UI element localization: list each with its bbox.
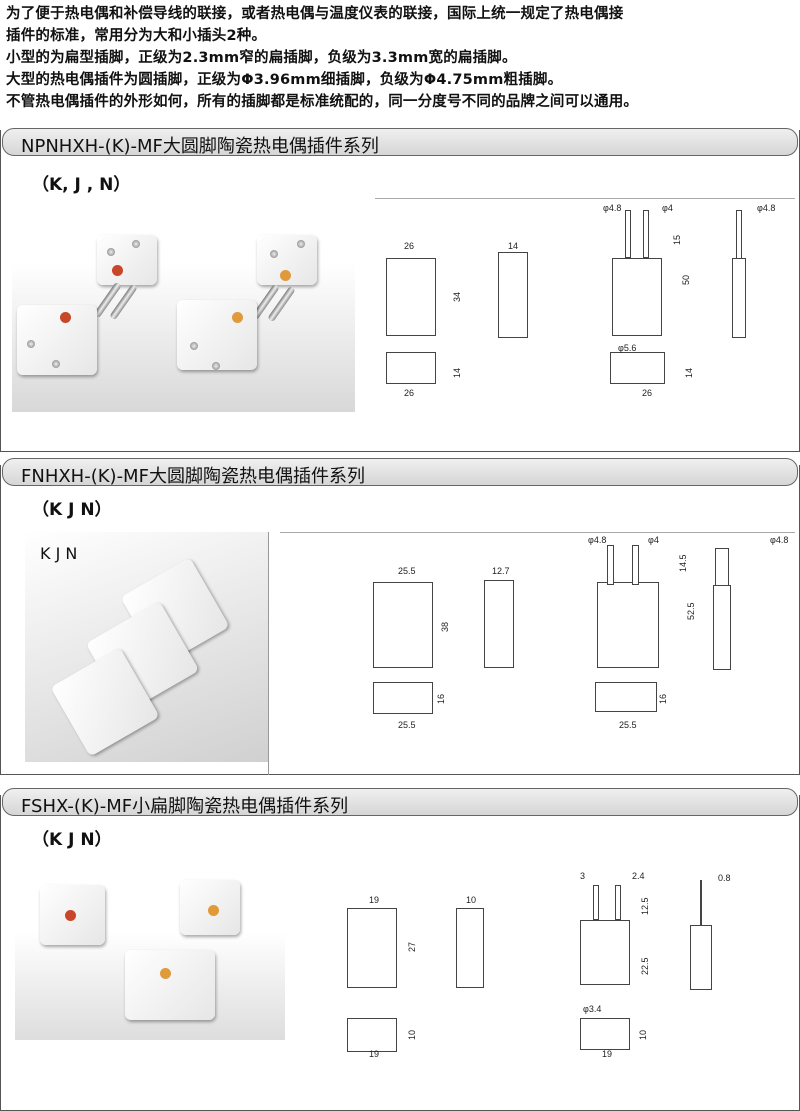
drawing-outline <box>595 682 657 712</box>
drawing-outline <box>615 885 621 920</box>
drawing-outline <box>625 210 631 258</box>
section-types: （K J N） <box>32 830 112 850</box>
dimension-label: 12.7 <box>492 566 510 576</box>
drawing-outline <box>347 908 397 988</box>
dimension-label: φ4.8 <box>770 535 789 545</box>
dimension-label: 15 <box>672 234 682 245</box>
dimension-label: φ4 <box>662 203 673 213</box>
drawing-outline <box>607 545 614 585</box>
dimension-label: 12.5 <box>640 897 650 915</box>
drawing-outline <box>580 920 630 985</box>
drawing-outline <box>593 885 599 920</box>
dimension-label: 14 <box>508 241 519 251</box>
connector-male <box>97 235 157 285</box>
dimension-label: 14.5 <box>678 554 688 572</box>
dimension-label: 2.4 <box>632 871 645 881</box>
dimension-label: φ4 <box>648 535 659 545</box>
dimension-label: 52.5 <box>686 602 696 620</box>
drawing-outline <box>643 210 649 258</box>
drawing-outline <box>732 258 746 338</box>
drawing-outline <box>373 582 433 668</box>
section-title: FNHXH-(K)-MF大圆脚陶瓷热电偶插件系列 <box>2 458 798 487</box>
drawing-outline <box>373 682 433 714</box>
drawing-outline <box>498 252 528 338</box>
dimension-label: 0.8 <box>718 873 731 883</box>
section-title: NPNHXH-(K)-MF大圆脚陶瓷热电偶插件系列 <box>2 128 798 157</box>
drawing-outline <box>580 1018 630 1050</box>
drawing-outline <box>386 258 436 336</box>
drawing-outline <box>690 925 712 990</box>
dimension-label: 16 <box>658 693 668 704</box>
drawing-outline <box>347 1018 397 1052</box>
intro-line: 不管热电偶插件的外形如何，所有的插脚都是标准统配的，同一分度号不同的品牌之间可以… <box>6 94 639 110</box>
dimension-label: 14 <box>684 367 694 378</box>
dimension-label: 26 <box>642 388 653 398</box>
drawing-outline <box>713 585 731 670</box>
dimension-label: 25.5 <box>619 720 637 730</box>
dimension-label: 38 <box>440 621 450 632</box>
dimension-label: 10 <box>466 895 477 905</box>
section-types: （K J N） <box>32 500 112 520</box>
section-types: （K, J , N） <box>32 175 131 195</box>
drawing-outline <box>386 352 436 384</box>
dimension-label: φ5.6 <box>618 343 637 353</box>
product-photo <box>15 860 285 1040</box>
section-title: FSHX-(K)-MF小扁脚陶瓷热电偶插件系列 <box>2 788 798 817</box>
drawing-outline <box>484 580 514 668</box>
drawing-outline <box>597 582 659 668</box>
dimension-label: 26 <box>404 241 415 251</box>
dimension-label: 25.5 <box>398 566 416 576</box>
dimension-label: 16 <box>436 693 446 704</box>
intro-line: 为了便于热电偶和补偿导线的联接，或者热电偶与温度仪表的联接，国际上统一规定了热电… <box>6 6 624 22</box>
dimension-label: 34 <box>452 291 462 302</box>
product-photo <box>12 200 355 412</box>
dimension-label: φ4.8 <box>603 203 622 213</box>
drawing-outline <box>736 210 742 260</box>
dimension-label: 27 <box>407 941 417 952</box>
dimension-label: 10 <box>638 1029 648 1040</box>
drawing-outline <box>610 352 665 384</box>
dimension-label: 10 <box>407 1029 417 1040</box>
dimension-label: φ4.8 <box>757 203 776 213</box>
intro-line: 小型的为扁型插脚，正级为2.3mm窄的扁插脚，负级为3.3mm宽的扁插脚。 <box>6 50 517 66</box>
dimension-label: 19 <box>602 1049 613 1059</box>
dimension-label: 14 <box>452 367 462 378</box>
dimension-label: 19 <box>369 895 380 905</box>
photo-label: K J N <box>40 544 78 563</box>
drawing-outline <box>612 258 662 336</box>
dimension-label: 50 <box>681 274 691 285</box>
dimension-label: φ3.4 <box>583 1004 602 1014</box>
dimension-label: 19 <box>369 1049 380 1059</box>
dimension-label: 25.5 <box>398 720 416 730</box>
dimension-label: 26 <box>404 388 415 398</box>
intro-line: 插件的标准，常用分为大和小插头2种。 <box>6 28 267 44</box>
drawing-outline <box>700 880 702 925</box>
drawing-outline <box>456 908 484 988</box>
dimension-label: φ4.8 <box>588 535 607 545</box>
drawing-outline <box>715 548 729 588</box>
connector-female <box>177 300 257 370</box>
product-photo: K J N <box>25 532 268 762</box>
intro-line: 大型的热电偶插件为圆插脚，正级为Φ3.96mm细插脚，负级为Φ4.75mm粗插脚… <box>6 72 563 88</box>
drawing-outline <box>632 545 639 585</box>
dimension-label: 3 <box>580 871 586 881</box>
dimension-label: 22.5 <box>640 957 650 975</box>
